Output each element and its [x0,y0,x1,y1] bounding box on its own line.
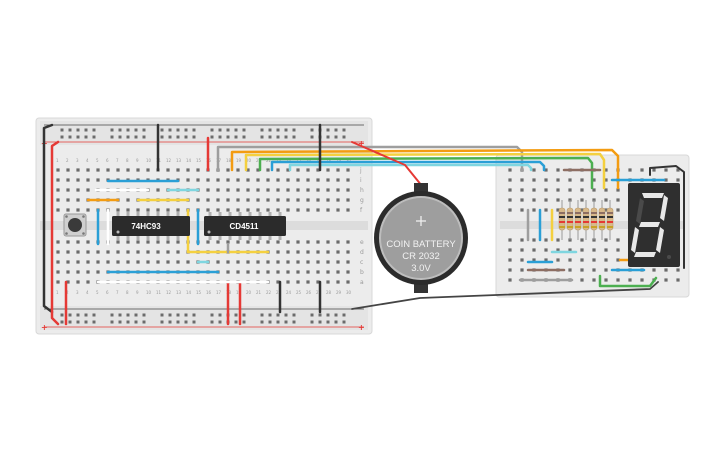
column-number-top: 14 [186,158,192,163]
wire-red-battery [351,141,423,187]
column-number-bottom: 25 [296,290,302,295]
seven-segment-display-icon [628,183,680,267]
wire-green-long [258,156,594,190]
wire-black-display [649,165,685,269]
row-letter-bottom: a [360,279,364,286]
column-number-top: 20 [246,158,252,163]
column-number-bottom: 15 [196,290,202,295]
battery-label-line3: 3.0V [411,263,431,274]
column-number-top: 23 [276,158,282,163]
wire-black-battery [351,281,659,310]
column-number-bottom: 30 [346,290,352,295]
column-number-top: 4 [86,158,89,163]
column-number-top: 6 [106,158,109,163]
row-letter-bottom: b [360,269,364,276]
column-number-bottom: 8 [126,290,129,295]
counter-chip-label: 74HC93 [131,222,161,231]
row-letter-bottom: c [360,259,363,266]
column-number-top: 29 [336,158,342,163]
pushbutton-icon [63,213,87,237]
battery-label-line1: COIN BATTERY [386,239,456,250]
resistor-bank [558,200,614,240]
column-number-bottom: 9 [136,290,139,295]
decoder-chip-label: CD4511 [230,222,259,231]
wires [42,123,685,326]
column-number-bottom: 22 [266,290,272,295]
column-number-bottom: 16 [206,290,212,295]
column-number-top: 1 [56,158,59,163]
column-number-bottom: 3 [76,290,79,295]
row-letter-top: i [360,177,362,184]
row-letter-top: f [360,207,363,214]
row-letter-top: h [360,187,364,194]
counter-chip: 74HC93 [112,212,190,240]
column-number-top: 22 [266,158,272,163]
column-number-bottom: 2 [66,290,69,295]
wire-blue-long [270,160,546,172]
column-number-top: 24 [286,158,292,163]
column-number-bottom: 11 [156,290,162,295]
battery-label-line2: CR 2032 [402,251,440,262]
column-number-top: 7 [116,158,119,163]
column-number-top: 30 [346,158,352,163]
plus-rail-sign-bottom-right: + [358,323,365,332]
column-number-top: 25 [296,158,302,163]
column-number-top: 28 [326,158,332,163]
column-number-bottom: 1 [56,290,59,295]
row-letter-top: j [359,167,362,174]
column-number-bottom: 7 [116,290,119,295]
column-number-bottom: 17 [216,290,222,295]
column-number-bottom: 29 [336,290,342,295]
column-number-bottom: 20 [246,290,252,295]
column-number-bottom: 10 [146,290,152,295]
wire-black-left [42,123,54,314]
column-number-bottom: 28 [326,290,332,295]
column-number-top: 15 [196,158,202,163]
column-number-bottom: 6 [106,290,109,295]
row-letter-bottom: d [360,249,364,256]
column-number-bottom: 26 [306,290,312,295]
column-number-bottom: 12 [166,290,172,295]
column-number-top: 26 [306,158,312,163]
coin-battery-icon: COIN BATTERY CR 2032 3.0V [374,183,468,293]
plus-rail-sign-bottom: + [41,323,48,332]
column-number-top: 19 [236,158,242,163]
column-number-top: 2 [66,158,69,163]
row-letter-bottom: e [360,239,364,246]
column-number-bottom: 4 [86,290,89,295]
column-number-top: 12 [166,158,172,163]
column-number-top: 9 [136,158,139,163]
decoder-chip: CD4511 [204,212,286,240]
column-number-bottom: 13 [176,290,182,295]
column-number-top: 18 [226,158,232,163]
wire-orange-long [230,148,620,190]
column-number-top: 10 [146,158,152,163]
column-number-bottom: 24 [286,290,292,295]
column-number-bottom: 14 [186,290,192,295]
wire-red-left [50,140,60,326]
wire-yellow-long [244,152,606,190]
column-number-bottom: 21 [256,290,262,295]
column-number-top: 8 [126,158,129,163]
plus-rail-sign-right: + [358,139,365,148]
row-letter-top: g [360,197,364,204]
column-number-top: 5 [96,158,99,163]
column-number-top: 13 [176,158,182,163]
column-number-bottom: 5 [96,290,99,295]
column-number-top: 3 [76,158,79,163]
wire-cyan-long [288,163,533,172]
